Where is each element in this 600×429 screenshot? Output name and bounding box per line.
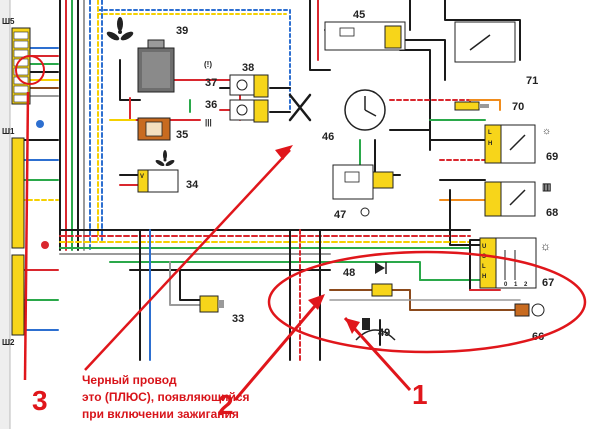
connector-sh1: Ш1 Ш2 xyxy=(2,127,49,347)
arrow-2-label: 2 xyxy=(218,389,234,420)
connector-sh5-label: Ш5 xyxy=(2,17,15,26)
arrow-1 xyxy=(343,316,412,392)
annotations: 1 2 3 Черный провод это (ПЛЮС), появляющ… xyxy=(23,91,587,421)
arrow-2 xyxy=(233,299,322,401)
arrow-1-label: 1 xyxy=(412,379,428,410)
label-37: 37 xyxy=(205,77,217,89)
fan-icon-small xyxy=(155,150,175,167)
component-70: 70 xyxy=(454,101,524,113)
connector-sh1-label: Ш1 xyxy=(2,127,15,136)
label-33: 33 xyxy=(232,313,244,325)
component-45: 45 xyxy=(324,9,406,51)
pos-1-67: 1 xyxy=(514,282,518,288)
label-38: 38 xyxy=(242,62,254,74)
note-line-1: Черный провод xyxy=(82,373,177,387)
component-34: V 34 xyxy=(137,150,199,193)
headlight-icon: ☼ xyxy=(540,239,551,253)
wires xyxy=(13,0,521,361)
component-35: 35 xyxy=(137,117,188,141)
fan-icon xyxy=(106,17,134,41)
heated-window-icon: ▥ xyxy=(542,182,551,193)
label-69: 69 xyxy=(546,151,558,163)
component-71: 71 xyxy=(454,21,538,87)
label-71: 71 xyxy=(526,75,538,87)
label-47: 47 xyxy=(334,209,346,221)
component-39-fan-motor: 39 xyxy=(106,17,188,93)
highlight-ellipse xyxy=(267,250,587,354)
arrow-3 xyxy=(23,91,30,381)
label-45: 45 xyxy=(353,9,365,21)
label-67: 67 xyxy=(542,277,554,289)
component-37-38-36: (!) 38 37 36 ||| xyxy=(204,60,269,127)
component-67: U S L H 0 1 2 ☼ 67 xyxy=(479,237,554,289)
component-49: 49 xyxy=(355,318,396,341)
left-connector-strip xyxy=(0,0,11,429)
highlight-circle xyxy=(15,55,45,85)
arrow-3-label: 3 xyxy=(32,385,48,416)
component-46-clock: 46 xyxy=(322,89,386,143)
connector-sh5: Ш5 xyxy=(2,17,45,128)
connector-sh2-label: Ш2 xyxy=(2,338,15,347)
pin-h-69: H xyxy=(488,141,492,147)
brake-icon xyxy=(531,303,545,317)
label-48: 48 xyxy=(343,267,355,279)
label-70: 70 xyxy=(512,101,524,113)
label-34: 34 xyxy=(186,179,199,191)
label-68: 68 xyxy=(546,207,558,219)
connector-dot-red xyxy=(41,241,49,249)
note-line-2: это (ПЛЮС), появляющийся xyxy=(82,390,250,404)
pin-v-34: V xyxy=(140,174,144,180)
component-68: ▥ 68 xyxy=(484,181,558,219)
rear-defrost-icon: ||| xyxy=(205,118,212,127)
component-69: L H ☼ 69 xyxy=(484,124,558,164)
pin-u-67: U xyxy=(482,244,486,250)
lamp-icon xyxy=(360,207,370,217)
pin-s-67: S xyxy=(482,254,486,260)
connector-dot xyxy=(36,120,44,128)
label-39: 39 xyxy=(176,25,188,37)
pin-h-67: H xyxy=(482,274,486,280)
label-46: 46 xyxy=(322,131,334,143)
fuel-icon xyxy=(362,318,370,330)
component-33: 33 xyxy=(199,295,244,325)
arrow-to-black-wire xyxy=(84,149,291,371)
component-48-diode: 48 xyxy=(343,262,393,297)
pin-l-67: L xyxy=(482,264,486,270)
component-66: 66 xyxy=(514,303,545,343)
component-47: 47 xyxy=(332,164,394,221)
note-line-3: при включении зажигания xyxy=(82,407,239,421)
pos-0-67: 0 xyxy=(504,282,508,288)
label-49: 49 xyxy=(378,327,390,339)
label-35: 35 xyxy=(176,129,188,141)
parking-brake-icon: (!) xyxy=(204,60,212,69)
fog-light-icon: ☼ xyxy=(542,126,551,137)
pos-2-67: 2 xyxy=(524,282,528,288)
label-36: 36 xyxy=(205,99,217,111)
pin-l-69: L xyxy=(488,130,492,136)
